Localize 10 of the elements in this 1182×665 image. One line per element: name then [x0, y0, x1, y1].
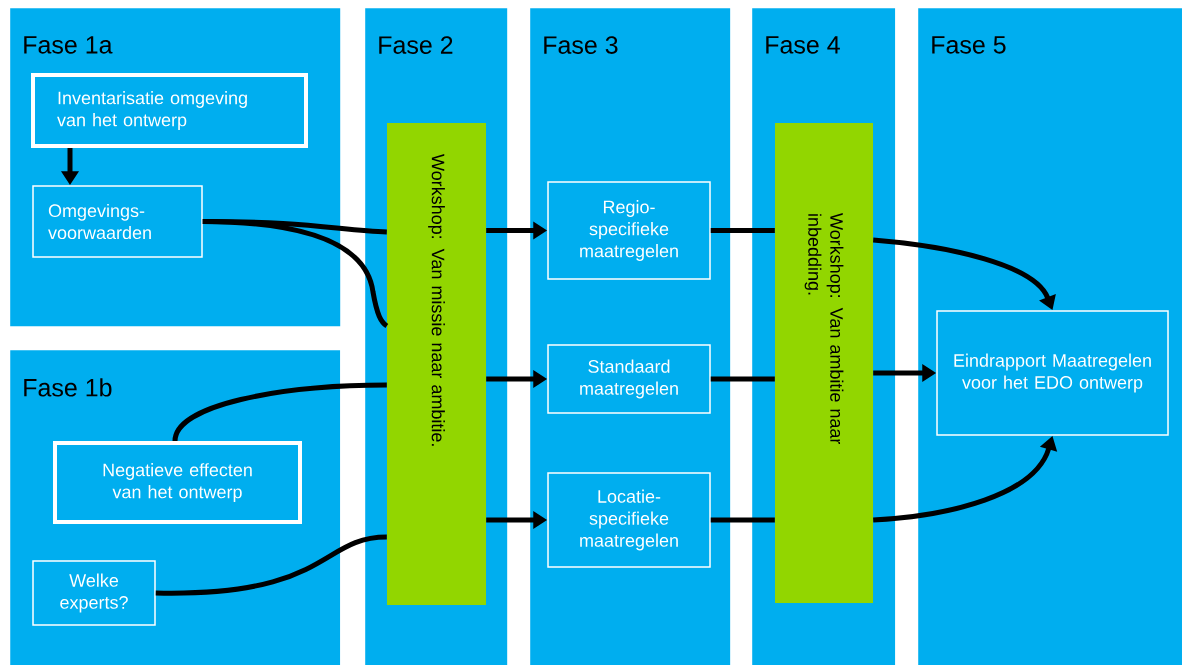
- workshop-bar: Workshop: Van missie naar ambitie.: [387, 123, 486, 605]
- process-box: Negatieve effecten van het ontwerp: [53, 441, 302, 524]
- process-box: Regio- specifieke maatregelen: [547, 181, 711, 280]
- workshop-bar: Workshop: Van ambitie naar inbedding.: [775, 123, 873, 603]
- process-box: Locatie- specifieke maatregelen: [547, 472, 711, 568]
- process-box: Welke experts?: [32, 560, 156, 626]
- process-box: Omgevings- voorwaarden: [32, 185, 203, 258]
- process-box: Inventarisatie omgeving van het ontwerp: [31, 73, 308, 148]
- process-box: Eindrapport Maatregelen voor het EDO ontwerp: [936, 310, 1169, 436]
- process-box: Standaard maatregelen: [547, 344, 711, 414]
